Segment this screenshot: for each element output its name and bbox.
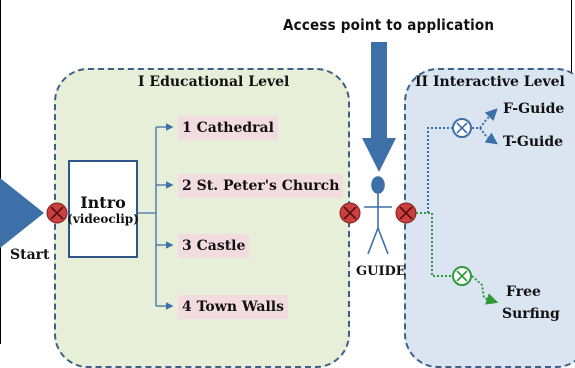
f-guide-label: F-Guide <box>503 101 565 117</box>
interactive-level-title: II Interactive Level <box>415 74 565 90</box>
stop-icon-edu-exit <box>339 202 361 224</box>
destination-st-peters-church: 2 St. Peter's Church <box>178 174 344 198</box>
educational-level-title: I Educational Level <box>138 74 290 90</box>
choice-node-green <box>452 266 472 286</box>
guide-person-icon <box>364 176 392 255</box>
t-guide-label: T-Guide <box>503 134 564 150</box>
access-down-arrow <box>362 42 396 172</box>
stop-icon-start <box>46 202 68 224</box>
access-point-label: Access point to application <box>283 16 495 34</box>
guide-label: GUIDE <box>356 264 406 279</box>
start-triangle <box>0 178 44 248</box>
choice-node-blue <box>452 118 472 138</box>
intro-title: Intro <box>80 192 126 212</box>
free-surfing-label-line2: Surfing <box>502 306 560 322</box>
destination-cathedral: 1 Cathedral <box>178 116 278 140</box>
intro-subtitle: (videoclip) <box>67 211 139 226</box>
destination-town-walls: 4 Town Walls <box>178 295 288 319</box>
intro-box: Intro (videoclip) <box>67 160 139 258</box>
diagram-connectors <box>0 42 499 310</box>
stop-icon-guide <box>395 202 417 224</box>
destination-castle: 3 Castle <box>178 234 250 258</box>
free-surfing-label-line1: Free <box>506 284 541 300</box>
start-label: Start <box>10 247 50 263</box>
